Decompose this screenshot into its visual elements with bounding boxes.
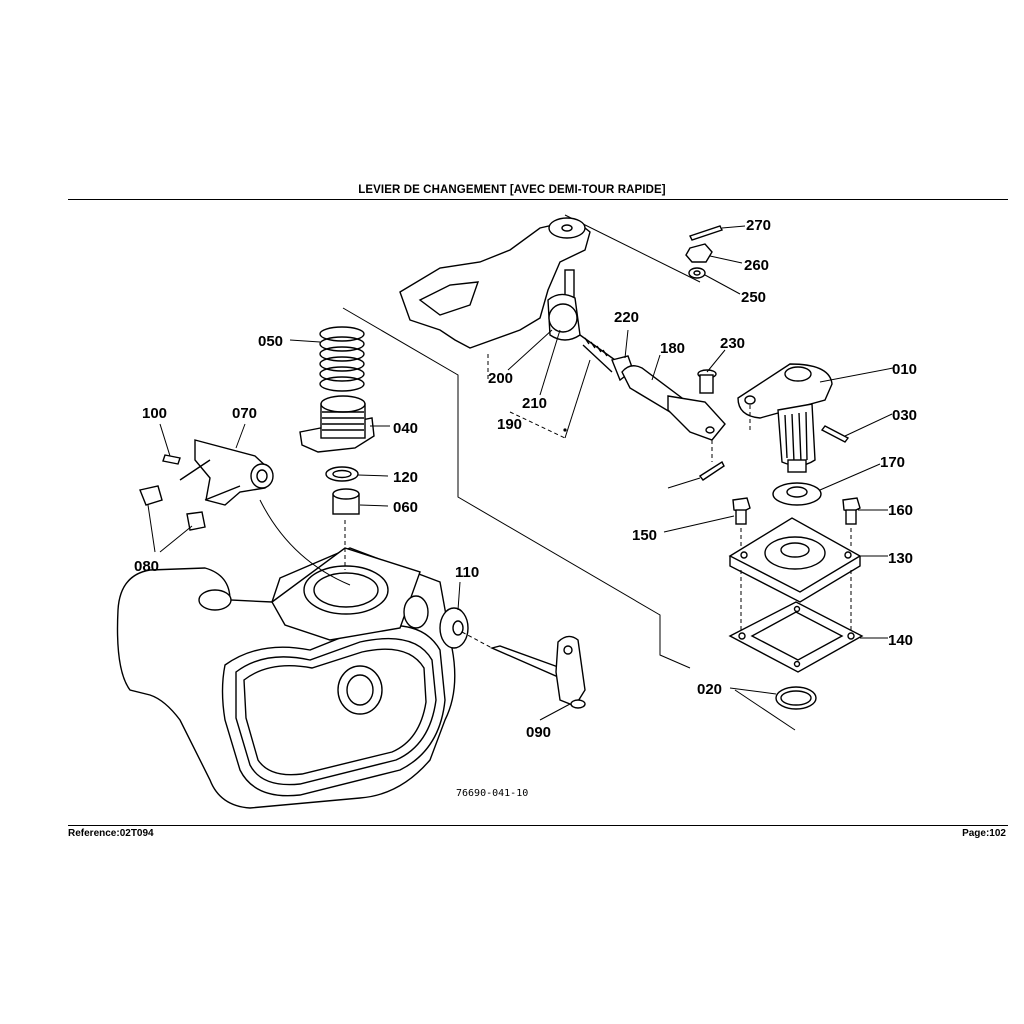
part-label-100: 100 bbox=[142, 405, 167, 422]
part-label-200: 200 bbox=[488, 370, 513, 387]
shift-arm-070 bbox=[179, 439, 274, 506]
cotter-pin-240 bbox=[698, 440, 725, 481]
part-label-260: 260 bbox=[744, 257, 769, 274]
page-number: Page:102 bbox=[962, 828, 1006, 839]
part-label-130: 130 bbox=[888, 550, 913, 567]
part-label-150: 150 bbox=[632, 527, 657, 544]
part-label-090: 090 bbox=[526, 724, 551, 741]
bushing-060 bbox=[332, 488, 360, 515]
part-label-040: 040 bbox=[393, 420, 418, 437]
spring-seat-040 bbox=[299, 395, 375, 453]
drawing-code: 76690-041-10 bbox=[456, 788, 528, 799]
part-label-140: 140 bbox=[888, 632, 913, 649]
seal-110 bbox=[439, 607, 469, 649]
part-label-110: 110 bbox=[455, 564, 479, 581]
part-label-190: 190 bbox=[497, 416, 522, 433]
assembly-boundary-outline bbox=[342, 214, 796, 731]
oil-seal-170 bbox=[772, 482, 822, 506]
washer-250 bbox=[688, 267, 706, 279]
castle-nut-260 bbox=[685, 243, 713, 263]
part-label-020: 020 bbox=[697, 681, 722, 698]
part-label-270: 270 bbox=[746, 217, 771, 234]
shift-frame-bracket bbox=[399, 217, 591, 349]
part-label-010: 010 bbox=[892, 361, 917, 378]
part-label-120: 120 bbox=[393, 469, 418, 486]
page-title: LEVIER DE CHANGEMENT [AVEC DEMI-TOUR RAP… bbox=[358, 184, 666, 196]
shift-lever-010 bbox=[737, 363, 833, 473]
part-label-230: 230 bbox=[720, 335, 745, 352]
part-label-070: 070 bbox=[232, 405, 257, 422]
leader-lines bbox=[147, 225, 894, 721]
part-labels: 270 260 250 220 180 230 010 030 170 160 … bbox=[134, 217, 917, 799]
part-label-160: 160 bbox=[888, 502, 913, 519]
part-label-080: 080 bbox=[134, 558, 159, 575]
part-label-210: 210 bbox=[522, 395, 547, 412]
spring-050 bbox=[319, 326, 365, 392]
part-label-060: 060 bbox=[393, 499, 418, 516]
part-label-030: 030 bbox=[892, 407, 917, 424]
shift-block-080 bbox=[139, 485, 206, 531]
cotter-pin-270 bbox=[689, 225, 723, 241]
clevis-pin-230 bbox=[697, 369, 717, 394]
part-label-250: 250 bbox=[741, 289, 766, 306]
part-label-170: 170 bbox=[880, 454, 905, 471]
bolt-150 bbox=[732, 497, 751, 525]
part-label-050: 050 bbox=[258, 333, 283, 350]
bolt-160 bbox=[842, 497, 861, 525]
pin-100 bbox=[162, 454, 181, 465]
washer-120 bbox=[325, 466, 359, 482]
tie-rod-assembly bbox=[487, 269, 726, 441]
reference-label: Reference:02T094 bbox=[68, 828, 154, 839]
o-ring-020 bbox=[775, 686, 817, 710]
header-divider bbox=[68, 199, 1008, 200]
gearbox-housing bbox=[116, 499, 456, 809]
cover-plate-130 bbox=[728, 517, 862, 603]
part-label-180: 180 bbox=[660, 340, 685, 357]
part-label-220: 220 bbox=[614, 309, 639, 326]
footer-divider bbox=[68, 825, 1008, 826]
gasket-140 bbox=[728, 570, 864, 673]
spring-pin-030 bbox=[820, 425, 850, 443]
shift-shaft-090 bbox=[461, 631, 586, 709]
